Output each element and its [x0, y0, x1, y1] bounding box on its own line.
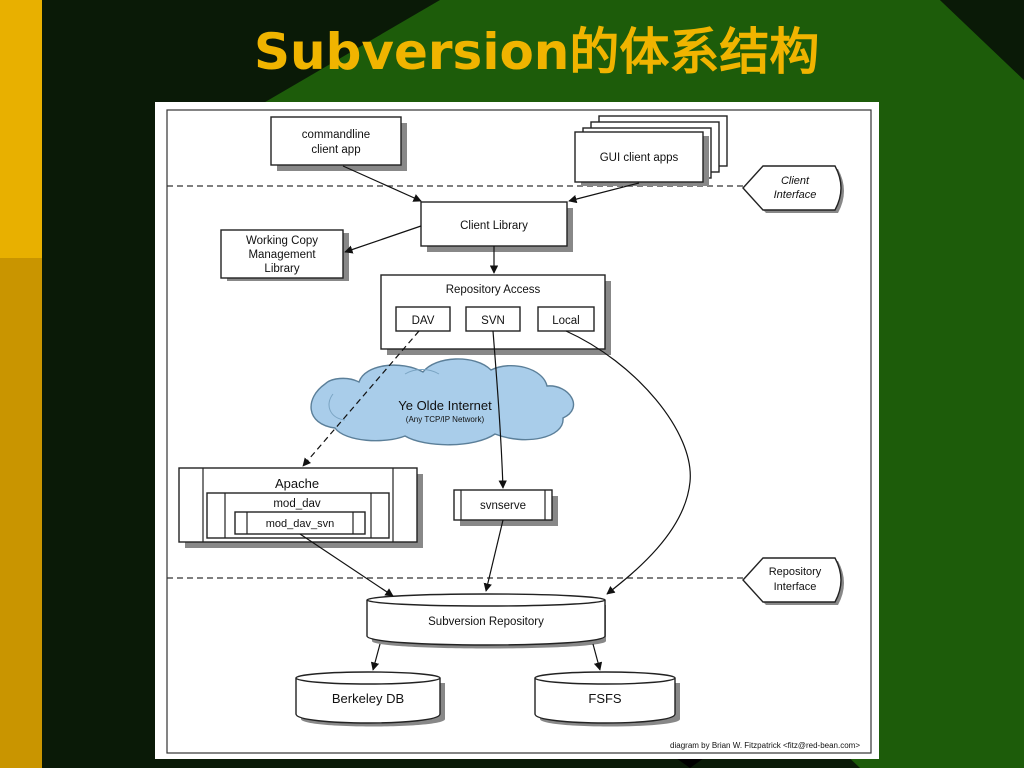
connectors	[299, 165, 691, 671]
client-library-box: Client Library	[420, 201, 573, 252]
commandline-label-2: client app	[311, 144, 360, 156]
internet-subtitle: (Any TCP/IP Network)	[406, 415, 485, 424]
commandline-client-box: commandline client app	[270, 116, 407, 171]
repository-interface-label-1: Repository	[769, 566, 822, 578]
local-label: Local	[552, 315, 580, 327]
working-copy-box: Working Copy Management Library	[220, 229, 349, 281]
slide-title: Subversion的体系结构	[254, 23, 820, 81]
dav-label: DAV	[412, 315, 435, 327]
client-interface-label-2: Interface	[774, 189, 817, 201]
arrow-local-to-repository	[565, 330, 691, 595]
repository-interface-tag: Repository Interface	[742, 557, 844, 605]
dav-box	[395, 306, 451, 332]
berkeley-db-label: Berkeley DB	[332, 691, 404, 706]
working-copy-label-1: Working Copy	[246, 235, 318, 247]
client-library-label: Client Library	[460, 220, 528, 232]
svnserve-label: svnserve	[480, 500, 526, 512]
arrow-svn-to-svnserve	[492, 330, 507, 489]
subversion-repository-cylinder: Subversion Repository	[366, 593, 606, 649]
svn-label: SVN	[481, 315, 505, 327]
arrow-gui-to-library	[568, 182, 640, 204]
local-box	[537, 306, 595, 332]
arrow-svnserve-to-repository	[483, 519, 504, 592]
working-copy-label-2: Management	[248, 249, 316, 261]
repository-access-label: Repository Access	[446, 284, 541, 296]
gui-client-label: GUI client apps	[600, 152, 679, 164]
arrow-apache-to-repository	[299, 533, 394, 597]
gui-client-apps-stack: GUI client apps	[574, 115, 728, 186]
arrow-repository-to-berkeley	[370, 643, 381, 671]
diagram-frame	[166, 109, 872, 754]
arrow-commandline-to-library	[342, 165, 422, 202]
client-interface-label-1: Client	[781, 175, 810, 187]
svnserve-box: svnserve	[453, 489, 558, 526]
diagram-panel: Client Interface Repository Interface co…	[155, 102, 879, 759]
mod-dav-svn-label: mod_dav_svn	[266, 518, 335, 530]
gold-sidebar-top	[0, 0, 42, 258]
subversion-repository-label: Subversion Repository	[428, 616, 544, 628]
gold-sidebar-bottom	[0, 258, 42, 768]
internet-title: Ye Olde Internet	[398, 398, 492, 413]
berkeley-db-cylinder: Berkeley DB	[295, 671, 445, 727]
arrow-repository-to-fsfs	[592, 643, 603, 671]
diagram-credit: diagram by Brian W. Fitzpatrick <fitz@re…	[670, 741, 860, 750]
commandline-label-1: commandline	[302, 129, 370, 141]
working-copy-label-3: Library	[264, 263, 299, 275]
repository-access-box: Repository Access DAV SVN Local	[380, 274, 611, 355]
apache-label: Apache	[275, 476, 319, 491]
repository-interface-label-2: Interface	[774, 581, 817, 593]
internet-cloud: Ye Olde Internet (Any TCP/IP Network)	[310, 358, 575, 446]
fsfs-cylinder: FSFS	[534, 671, 680, 727]
apache-box: Apache mod_dav mod_dav_svn	[178, 467, 423, 548]
svn-box	[465, 306, 521, 332]
arrow-library-to-working-copy	[344, 225, 422, 254]
fsfs-label: FSFS	[588, 691, 622, 706]
mod-dav-label: mod_dav	[273, 498, 321, 510]
client-interface-tag: Client Interface	[742, 165, 844, 213]
architecture-diagram: Client Interface Repository Interface co…	[166, 109, 872, 754]
